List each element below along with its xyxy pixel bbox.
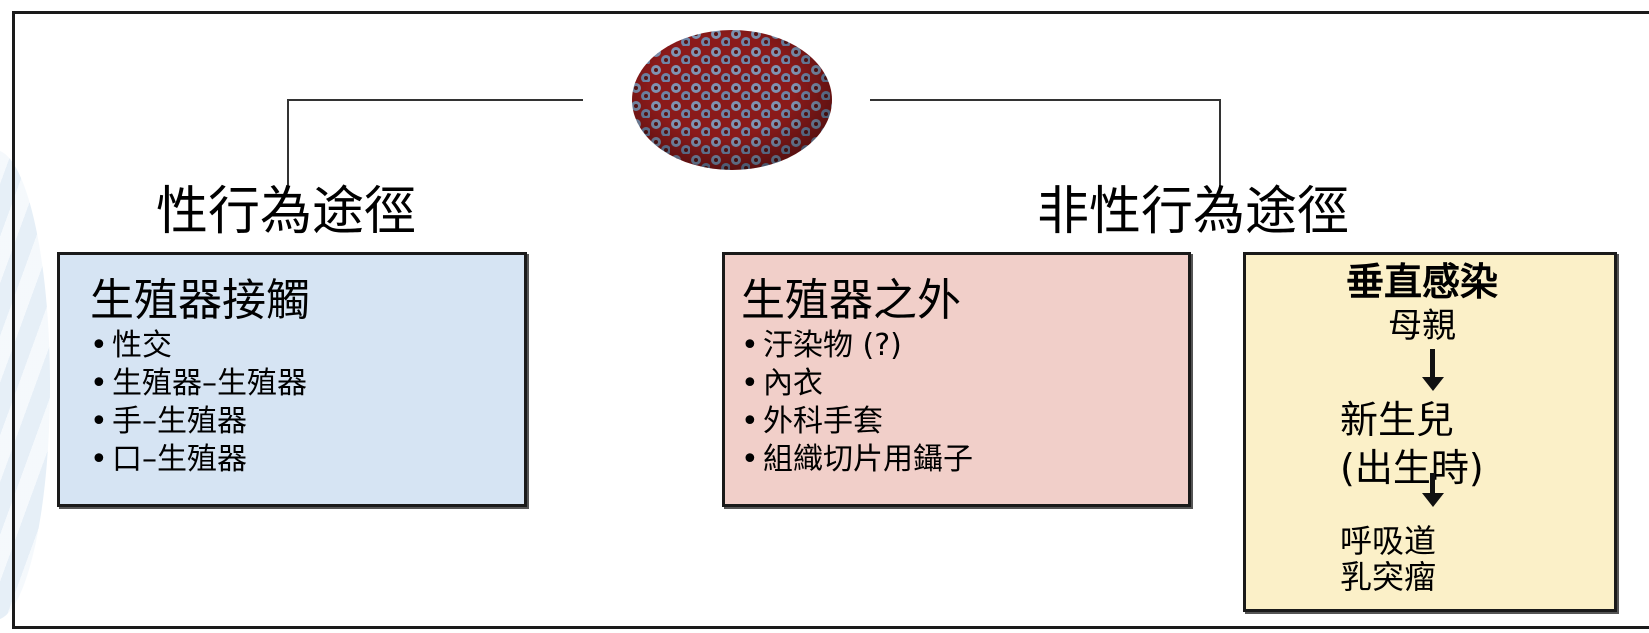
non-genital-list: •汙染物 (?) •內衣 •外科手套 •組織切片用鑷子	[741, 327, 973, 479]
vertical-infection-title: 垂直感染	[1346, 260, 1499, 304]
non-genital-box: 生殖器之外 •汙染物 (?) •內衣 •外科手套 •組織切片用鑷子	[722, 252, 1191, 507]
diagram-frame	[12, 11, 1649, 629]
genital-contact-list: •性交 •生殖器–生殖器 •手–生殖器 •口–生殖器	[90, 327, 307, 479]
list-item: •性交	[90, 328, 172, 363]
arrow-shaft	[1430, 349, 1435, 379]
non-genital-title: 生殖器之外	[741, 275, 961, 326]
list-item: •手–生殖器	[90, 404, 247, 439]
list-item: •汙染物 (?)	[741, 328, 902, 363]
sexual-route-heading: 性行為途徑	[156, 182, 417, 242]
connector-left-horizontal	[287, 99, 583, 101]
genital-contact-box: 生殖器接觸 •性交 •生殖器–生殖器 •手–生殖器 •口–生殖器	[57, 252, 527, 507]
list-item: •口–生殖器	[90, 442, 247, 477]
genital-contact-title: 生殖器接觸	[90, 275, 310, 326]
connector-right-vertical	[1219, 99, 1221, 187]
papilloma-label: 乳突瘤	[1340, 558, 1437, 596]
list-item: •組織切片用鑷子	[741, 442, 973, 477]
arrow-down-icon	[1422, 377, 1444, 391]
hpv-virus-icon	[632, 30, 832, 170]
newborn-label: 新生兒	[1340, 398, 1455, 442]
respiratory-label: 呼吸道	[1340, 522, 1437, 560]
mother-label: 母親	[1388, 306, 1456, 346]
list-item: •外科手套	[741, 404, 883, 439]
list-item: •生殖器–生殖器	[90, 366, 307, 401]
arrow-down-icon	[1422, 493, 1444, 507]
list-item: •內衣	[741, 366, 823, 401]
at-birth-label: (出生時)	[1340, 446, 1484, 490]
vertical-infection-box: 垂直感染 母親 新生兒 (出生時) 呼吸道 乳突瘤	[1243, 252, 1617, 612]
connector-right-horizontal	[870, 99, 1221, 101]
nonsexual-route-heading: 非性行為途徑	[1037, 182, 1350, 242]
arrow-shaft	[1430, 473, 1435, 495]
connector-left-vertical	[287, 99, 289, 187]
